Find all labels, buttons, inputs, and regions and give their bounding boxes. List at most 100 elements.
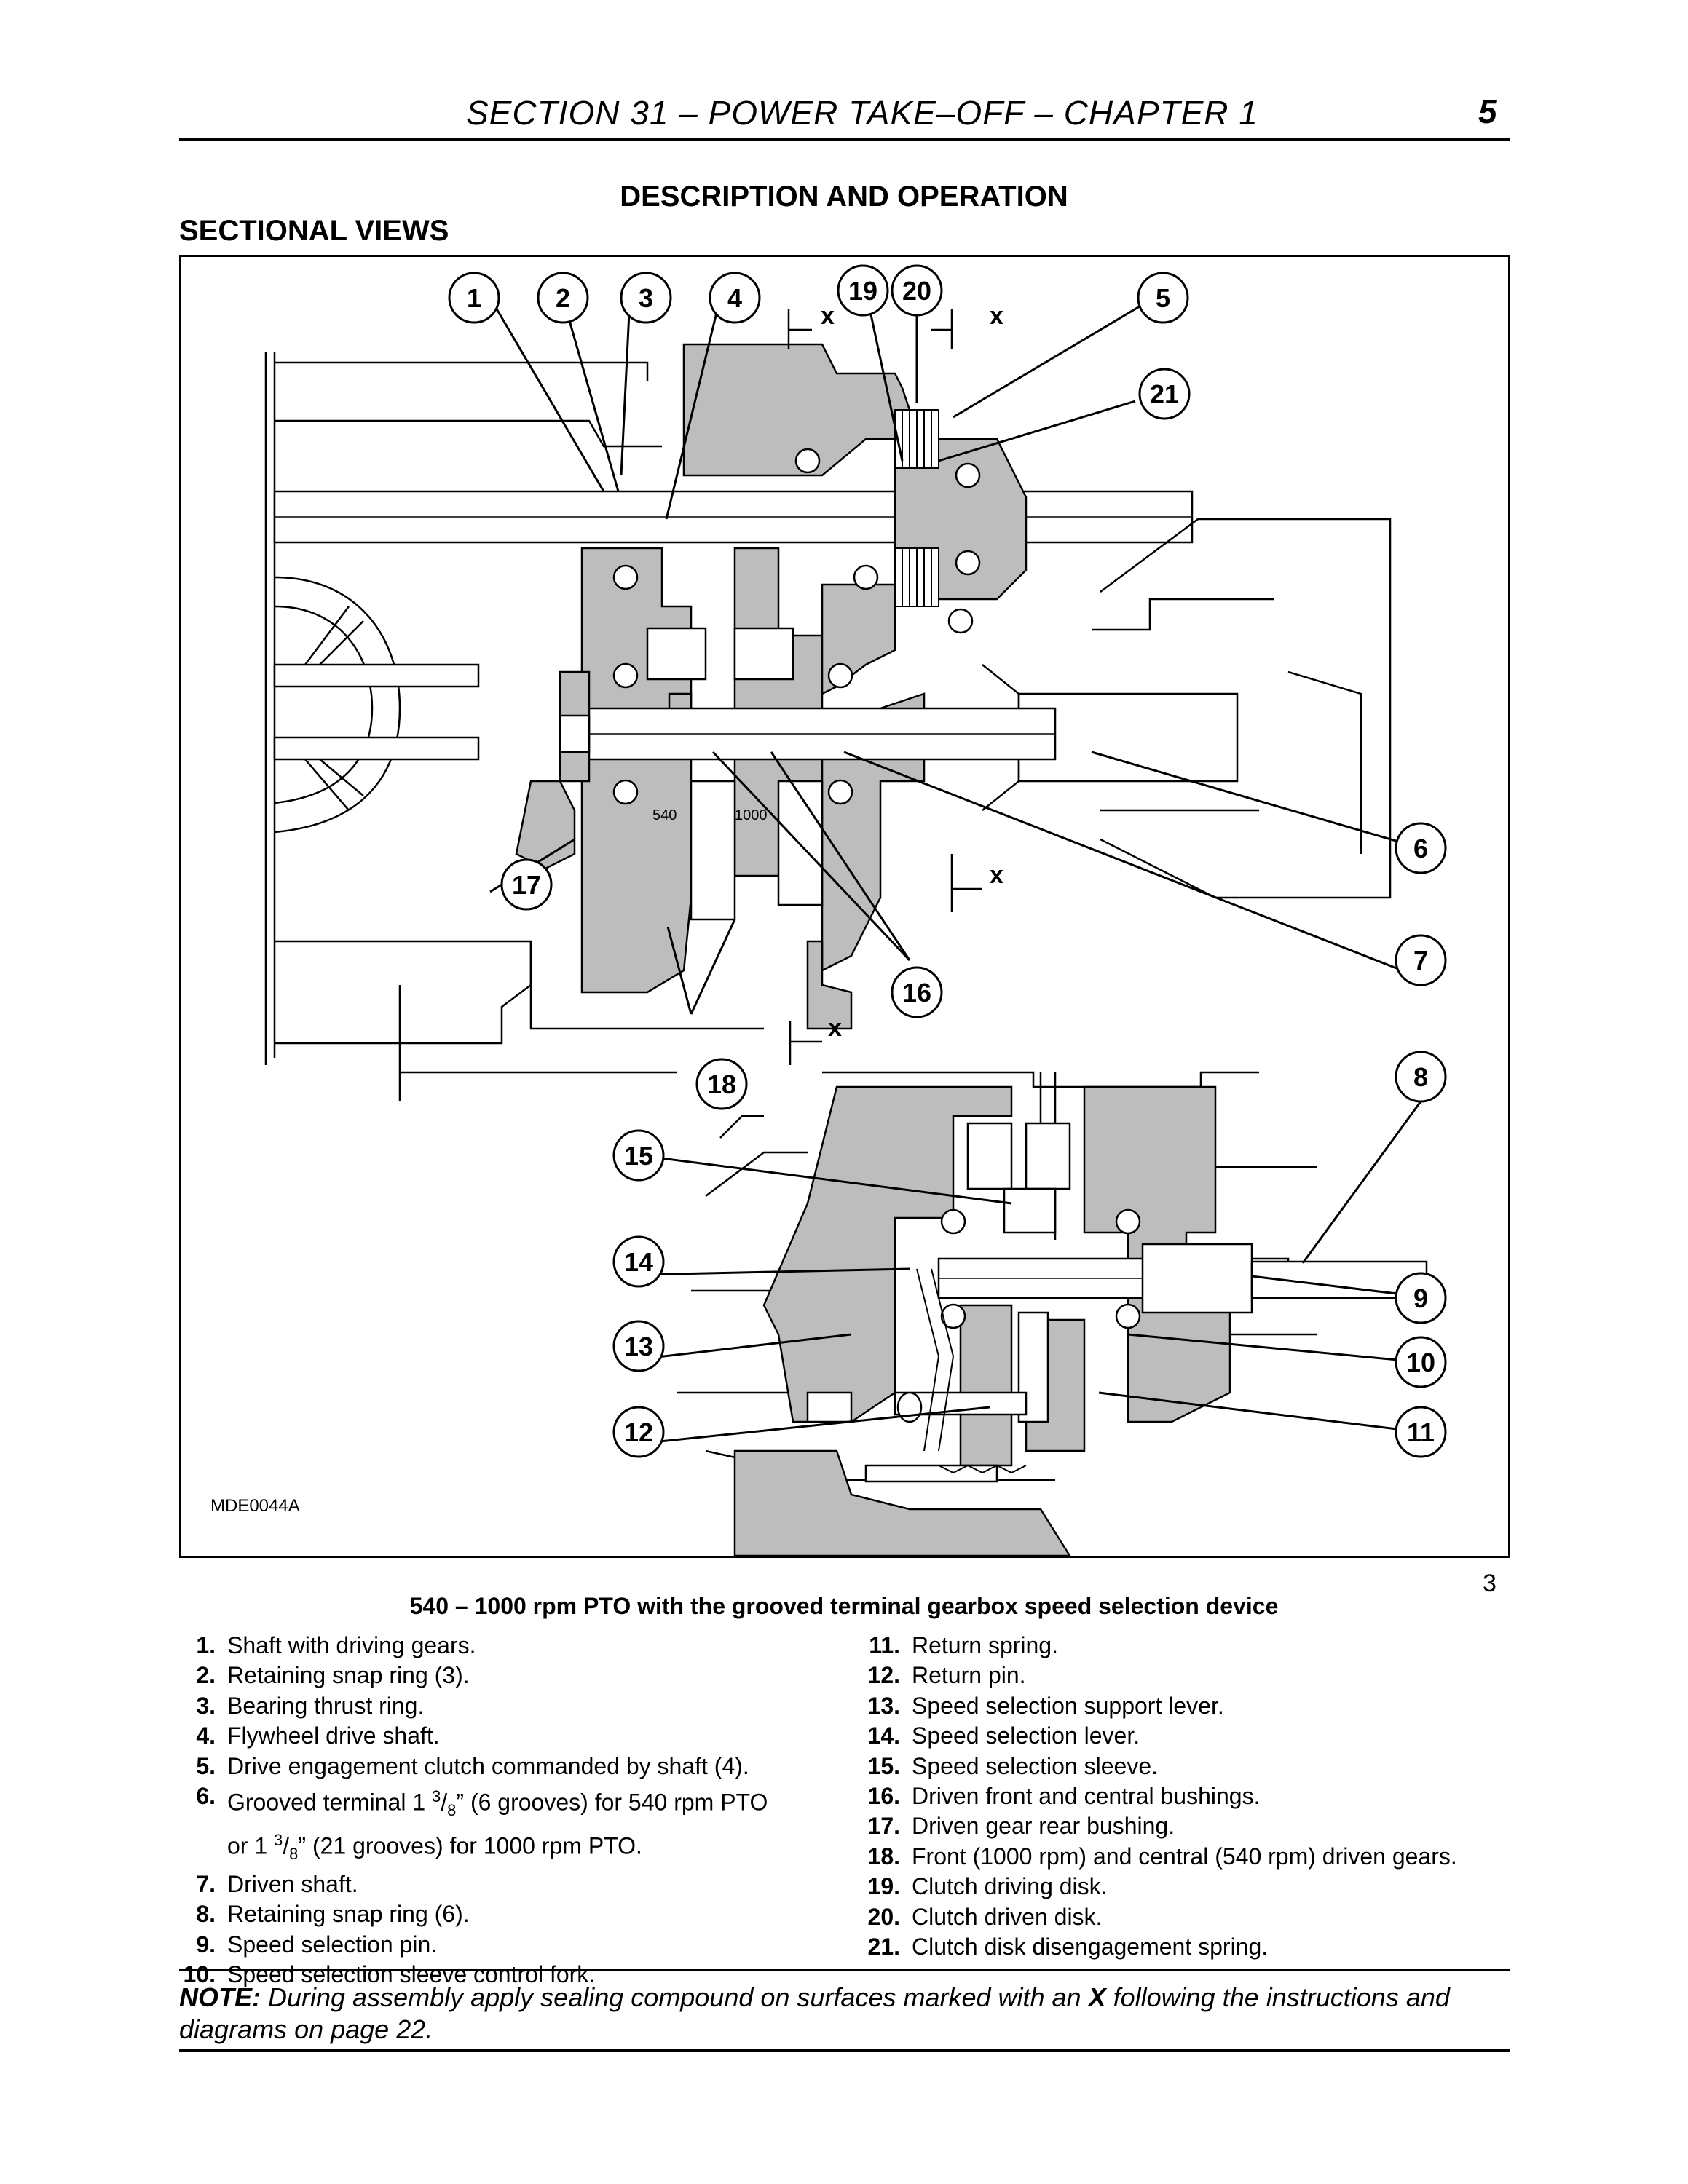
legend-text: Speed selection sleeve control fork.	[227, 1961, 596, 1988]
legend-number: 12.	[867, 1662, 900, 1689]
callout-9: 9	[1413, 1283, 1428, 1313]
callout-20: 20	[902, 276, 931, 306]
callout-5: 5	[1156, 283, 1170, 313]
sectional-view-figure: 540 1000 x x x x	[179, 255, 1510, 1558]
legend-text: Shaft with driving gears.	[227, 1632, 476, 1658]
legend-text: Bearing thrust ring.	[227, 1692, 425, 1719]
legend-right-column: 11. Return spring. 12. Return pin. 13. Spee…	[864, 1631, 1519, 1962]
legend-number: 10.	[183, 1961, 216, 1988]
note-label: NOTE:	[179, 1982, 261, 2012]
legend-text: Return spring.	[912, 1632, 1058, 1658]
running-header-title: SECTION 31 – POWER TAKE–OFF – CHAPTER 1	[466, 94, 1258, 132]
header-rule	[179, 138, 1510, 141]
callout-18: 18	[707, 1069, 736, 1099]
legend-text: Speed selection sleeve.	[912, 1752, 1158, 1779]
assembly-note: NOTE: During assembly apply sealing comp…	[179, 1982, 1512, 2046]
legend-item: 8. Retaining snap ring (6).	[179, 1899, 864, 1929]
legend-text: Driven shaft.	[227, 1870, 358, 1897]
callout-13: 13	[624, 1332, 653, 1361]
callout-17: 17	[512, 870, 541, 900]
legend-left-column: 1. Shaft with driving gears. 2. Retaining …	[179, 1631, 864, 1990]
legend-item: 20.Clutch driven disk.	[864, 1902, 1519, 1932]
legend-number: 8.	[196, 1901, 216, 1928]
legend-number: 18.	[867, 1843, 900, 1870]
legend-item: 3. Bearing thrust ring.	[179, 1691, 864, 1721]
callout-1: 1	[467, 283, 481, 313]
callout-7: 7	[1413, 946, 1428, 976]
legend-number: 19.	[867, 1873, 900, 1900]
legend-text: Speed selection support lever.	[912, 1692, 1224, 1719]
callout-8: 8	[1413, 1062, 1428, 1092]
callout-2: 2	[556, 283, 570, 313]
legend-number: 21.	[867, 1934, 900, 1961]
legend-text: Clutch driving disk.	[912, 1873, 1108, 1900]
legend-number: 16.	[867, 1783, 900, 1810]
legend-text: Driven front and central bushings.	[912, 1783, 1261, 1810]
note-mark: X	[1088, 1982, 1106, 2012]
callout-15: 15	[624, 1141, 653, 1171]
legend-text: Speed selection pin.	[227, 1931, 438, 1958]
callout-3: 3	[639, 283, 653, 313]
legend-number: 15.	[867, 1752, 900, 1779]
figure-code: MDE0044A	[210, 1496, 300, 1516]
callout-16: 16	[902, 978, 931, 1008]
legend-item: 11. Return spring.	[864, 1631, 1519, 1661]
callout-12: 12	[624, 1417, 653, 1447]
legend-number: 2.	[196, 1662, 216, 1689]
note-bottom-rule	[179, 2049, 1510, 2052]
legend-number: 17.	[867, 1813, 900, 1840]
legend-number: 6.	[196, 1783, 216, 1810]
speed-label-1000: 1000	[735, 807, 768, 823]
description-title: DESCRIPTION AND OPERATION	[620, 181, 1068, 213]
legend-text: Flywheel drive shaft.	[227, 1722, 440, 1749]
legend-text: Retaining snap ring (6).	[227, 1901, 470, 1928]
legend-item: 5. Drive engagement clutch commanded by s…	[179, 1752, 864, 1781]
legend-number: 1.	[196, 1632, 216, 1658]
section-title: SECTIONAL VIEWS	[179, 215, 449, 247]
callout-19: 19	[848, 276, 877, 306]
note-text: During assembly apply sealing compound o…	[261, 1982, 1089, 2012]
legend-item-continuation: or 1 3/8” (21 grooves) for 1000 rpm PTO.	[179, 1825, 864, 1869]
legend-text: Speed selection lever.	[912, 1722, 1140, 1749]
figure-caption: 540 – 1000 rpm PTO with the grooved term…	[409, 1593, 1279, 1619]
legend-item: 1. Shaft with driving gears.	[179, 1631, 864, 1661]
sealing-x-mark: x	[990, 861, 1003, 889]
legend-text: Front (1000 rpm) and central (540 rpm) d…	[912, 1843, 1457, 1870]
legend-item: 12. Return pin.	[864, 1661, 1519, 1690]
legend-number: 3.	[196, 1692, 216, 1719]
sealing-x-mark: x	[821, 302, 835, 330]
note-text: following the instructions and diagrams …	[179, 1982, 1450, 2044]
legend-text: Grooved terminal 1 3/8” (6 grooves) for …	[227, 1787, 768, 1820]
callout-10: 10	[1406, 1348, 1435, 1377]
legend-item: 18. Front (1000 rpm) and central (540 rpm…	[864, 1842, 1519, 1872]
callout-11: 11	[1407, 1417, 1435, 1447]
callout-14: 14	[624, 1247, 653, 1277]
legend-item: 21.Clutch disk disengagement spring.	[864, 1932, 1519, 1962]
sealing-x-mark: x	[828, 1014, 842, 1042]
legend-item: 4. Flywheel drive shaft.	[179, 1721, 864, 1751]
legend-number: 20.	[867, 1903, 900, 1930]
callout-6: 6	[1413, 834, 1428, 863]
legend-number: 5.	[196, 1752, 216, 1779]
legend-text: Driven gear rear bushing.	[912, 1813, 1175, 1840]
legend-text: Return pin.	[912, 1662, 1026, 1689]
legend-number: 13.	[867, 1692, 900, 1719]
legend-text: or 1 3/8” (21 grooves) for 1000 rpm PTO.	[227, 1831, 642, 1864]
legend-item: 9.Speed selection pin.	[179, 1930, 864, 1960]
legend-item: 16. Driven front and central bushings.	[864, 1781, 1519, 1811]
legend-item: 7.Driven shaft.	[179, 1870, 864, 1899]
legend-number: 11.	[869, 1632, 900, 1658]
legend-item: 19. Clutch driving disk.	[864, 1872, 1519, 1902]
legend-item: 6. Grooved terminal 1 3/8” (6 grooves) fo…	[179, 1781, 864, 1825]
legend-item: 15. Speed selection sleeve.	[864, 1752, 1519, 1781]
sealing-x-mark: x	[990, 302, 1003, 330]
legend-number: 14.	[867, 1722, 900, 1749]
pto-sectional-drawing: 540 1000 x x x x	[264, 264, 1447, 1556]
legend-text: Drive engagement clutch commanded by sha…	[227, 1752, 749, 1779]
legend-item: 13. Speed selection support lever.	[864, 1691, 1519, 1721]
callout-4: 4	[727, 283, 742, 313]
figure-number: 3	[1483, 1570, 1496, 1597]
note-top-rule	[179, 1969, 1510, 1971]
legend-text: Retaining snap ring (3).	[227, 1662, 470, 1689]
legend-number: 4.	[196, 1722, 216, 1749]
